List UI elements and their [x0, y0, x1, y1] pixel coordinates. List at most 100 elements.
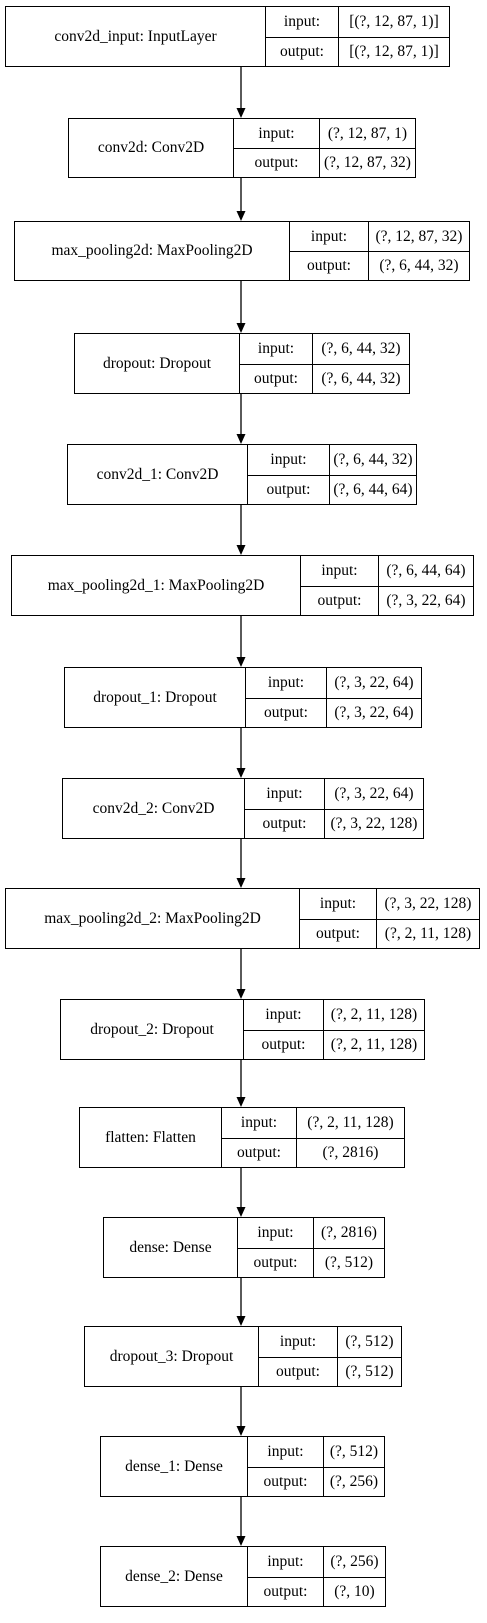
output-shape: (?, 512)	[314, 1247, 384, 1278]
arrowhead	[236, 768, 246, 778]
output-label: output:	[290, 251, 368, 280]
input-shape: (?, 512)	[329, 1442, 379, 1460]
layer-name: dense_2: Dense	[101, 1547, 248, 1606]
input-shape: (?, 6, 44, 64)	[386, 561, 466, 579]
input-shape: (?, 2, 11, 128)	[330, 1005, 418, 1023]
input-label: input:	[267, 1552, 304, 1570]
output-shape: (?, 6, 44, 32)	[369, 251, 469, 280]
input-label: input:	[270, 450, 307, 468]
layer-name: max_pooling2d_1: MaxPooling2D	[12, 556, 301, 615]
input-label: input:	[267, 673, 305, 691]
input-shape: (?, 6, 44, 32)	[333, 450, 413, 468]
layer-node: dense_2: Dense input: output: (?, 256) (?, 1…	[100, 1546, 386, 1607]
output-shape: (?, 3, 22, 64)	[327, 697, 421, 728]
arrowhead	[236, 989, 246, 999]
output-shape: (?, 2, 11, 128)	[324, 1029, 424, 1060]
layer-node: max_pooling2d_2: MaxPooling2D input: outpu…	[5, 888, 480, 949]
layer-name: dense_1: Dense	[101, 1437, 248, 1496]
arrowhead	[236, 1316, 246, 1326]
arrowhead	[236, 211, 246, 221]
arrowhead	[236, 878, 246, 888]
input-label: input:	[240, 1113, 278, 1131]
arrowhead	[236, 1536, 246, 1546]
input-label: input:	[257, 1223, 294, 1241]
output-shape: (?, 2, 11, 128)	[377, 918, 479, 949]
input-shape: (?, 2816)	[321, 1223, 377, 1241]
input-shape: (?, 512)	[345, 1332, 394, 1350]
output-label: output:	[259, 1356, 337, 1387]
arrowhead	[236, 108, 246, 118]
output-label: output:	[245, 808, 324, 839]
layer-name: conv2d_1: Conv2D	[68, 445, 248, 504]
output-shape: (?, 2816)	[297, 1137, 404, 1168]
arrowhead	[236, 1426, 246, 1436]
input-shape: (?, 2, 11, 128)	[307, 1113, 394, 1131]
input-shape: (?, 3, 22, 64)	[334, 673, 414, 691]
arrowhead	[236, 1207, 246, 1217]
layer-node: conv2d_1: Conv2D input: output:(?, 6, 44, …	[67, 444, 417, 505]
input-label: input:	[321, 561, 358, 579]
output-shape: [(?, 12, 87, 1)]	[339, 36, 449, 67]
input-shape: (?, 12, 87, 32)	[375, 227, 463, 245]
output-label: output:	[248, 1576, 323, 1607]
input-shape: (?, 12, 87, 1)	[327, 124, 408, 142]
output-shape: (?, 6, 44, 32)	[313, 363, 409, 394]
layer-name: dense: Dense	[104, 1218, 238, 1277]
output-label: output:	[301, 585, 378, 616]
arrowhead	[236, 434, 246, 444]
input-label: input:	[283, 12, 321, 30]
output-shape: (?, 6, 44, 64)	[330, 474, 416, 505]
input-label: input:	[310, 227, 348, 245]
layer-name: dropout_1: Dropout	[65, 668, 246, 727]
input-label: input:	[266, 784, 303, 802]
output-label: output:	[246, 697, 326, 728]
input-shape: (?, 6, 44, 32)	[321, 339, 401, 357]
input-shape: (?, 256)	[330, 1552, 379, 1570]
layer-node: max_pooling2d: MaxPooling2D input: output:…	[14, 221, 470, 281]
output-label: output:	[248, 474, 329, 505]
input-shape: [(?, 12, 87, 1)]	[349, 12, 439, 30]
output-shape: (?, 3, 22, 64)	[379, 585, 473, 616]
arrowhead	[236, 657, 246, 667]
input-shape: (?, 3, 22, 128)	[384, 894, 472, 912]
output-shape: (?, 12, 87, 32)	[320, 148, 415, 177]
arrowhead	[236, 545, 246, 555]
layer-name: max_pooling2d_2: MaxPooling2D	[6, 889, 300, 948]
input-label: input:	[267, 1442, 304, 1460]
output-label: output:	[300, 918, 376, 949]
layer-node: dense: Dense input: output: (?, 2816) (?, 51…	[103, 1217, 385, 1278]
output-shape: (?, 10)	[324, 1576, 385, 1607]
input-label: input:	[258, 124, 295, 142]
layer-name: dropout: Dropout	[75, 334, 240, 393]
output-label: output:	[244, 1029, 323, 1060]
input-shape: (?, 3, 22, 64)	[334, 784, 414, 802]
input-label: input:	[319, 894, 357, 912]
output-label: output:	[234, 148, 319, 177]
layer-node: dense_1: Dense input: output: (?, 512) (?, 2…	[100, 1436, 385, 1497]
layer-name: flatten: Flatten	[80, 1108, 222, 1167]
layer-node: max_pooling2d_1: MaxPooling2D input: outpu…	[11, 555, 474, 616]
output-label: output:	[222, 1137, 296, 1168]
arrowhead	[236, 323, 246, 333]
output-label: output:	[238, 1247, 313, 1278]
layer-name: conv2d_input: InputLayer	[6, 7, 266, 66]
input-label: input:	[265, 1005, 302, 1023]
output-label: output:	[266, 36, 338, 67]
output-label: output:	[240, 363, 312, 394]
output-shape: (?, 256)	[324, 1466, 384, 1497]
output-shape: (?, 3, 22, 128)	[325, 808, 423, 839]
layer-name: dropout_2: Dropout	[61, 1000, 244, 1059]
layer-node: flatten: Flatten input: output: (?, 2, 11, …	[79, 1107, 405, 1168]
arrowhead	[236, 1097, 246, 1107]
output-label: output:	[248, 1466, 323, 1497]
layer-name: conv2d: Conv2D	[69, 119, 234, 177]
layer-name: max_pooling2d: MaxPooling2D	[15, 222, 290, 280]
layer-name: dropout_3: Dropout	[85, 1327, 259, 1386]
